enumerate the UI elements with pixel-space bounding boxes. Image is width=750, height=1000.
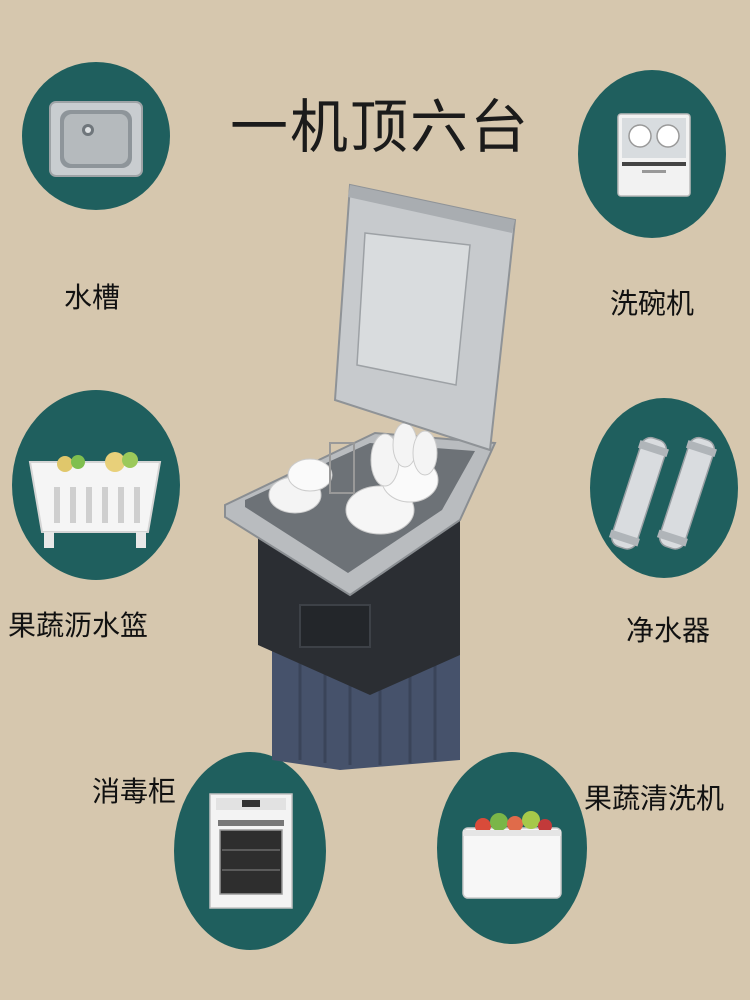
feature-drain-basket bbox=[12, 390, 180, 580]
feature-label-drain-basket: 果蔬沥水篮 bbox=[8, 609, 149, 642]
dishwasher-icon bbox=[617, 113, 691, 197]
feature-sink bbox=[22, 62, 170, 210]
feature-sterilizer-cabinet bbox=[174, 752, 326, 950]
produce-washer-icon bbox=[462, 811, 562, 899]
page-title: 一机顶六台 bbox=[229, 93, 530, 161]
feature-label-sterilizer-cabinet: 消毒柜 bbox=[92, 775, 177, 808]
drain-basket-icon bbox=[28, 452, 162, 548]
sink-icon bbox=[49, 101, 143, 177]
feature-dishwasher bbox=[578, 70, 726, 238]
feature-label-dishwasher: 洗碗机 bbox=[610, 287, 695, 320]
feature-label-water-purifier: 净水器 bbox=[626, 614, 711, 647]
dish-rack bbox=[268, 422, 439, 535]
sterilizer-cabinet-icon bbox=[209, 793, 293, 909]
dishwasher-sink-product bbox=[224, 183, 517, 770]
feature-water-purifier bbox=[590, 398, 738, 578]
feature-produce-washer bbox=[437, 752, 587, 944]
feature-label-produce-washer: 果蔬清洗机 bbox=[584, 782, 725, 815]
feature-label-sink: 水槽 bbox=[64, 281, 121, 314]
water-purifier-icon bbox=[608, 436, 717, 550]
